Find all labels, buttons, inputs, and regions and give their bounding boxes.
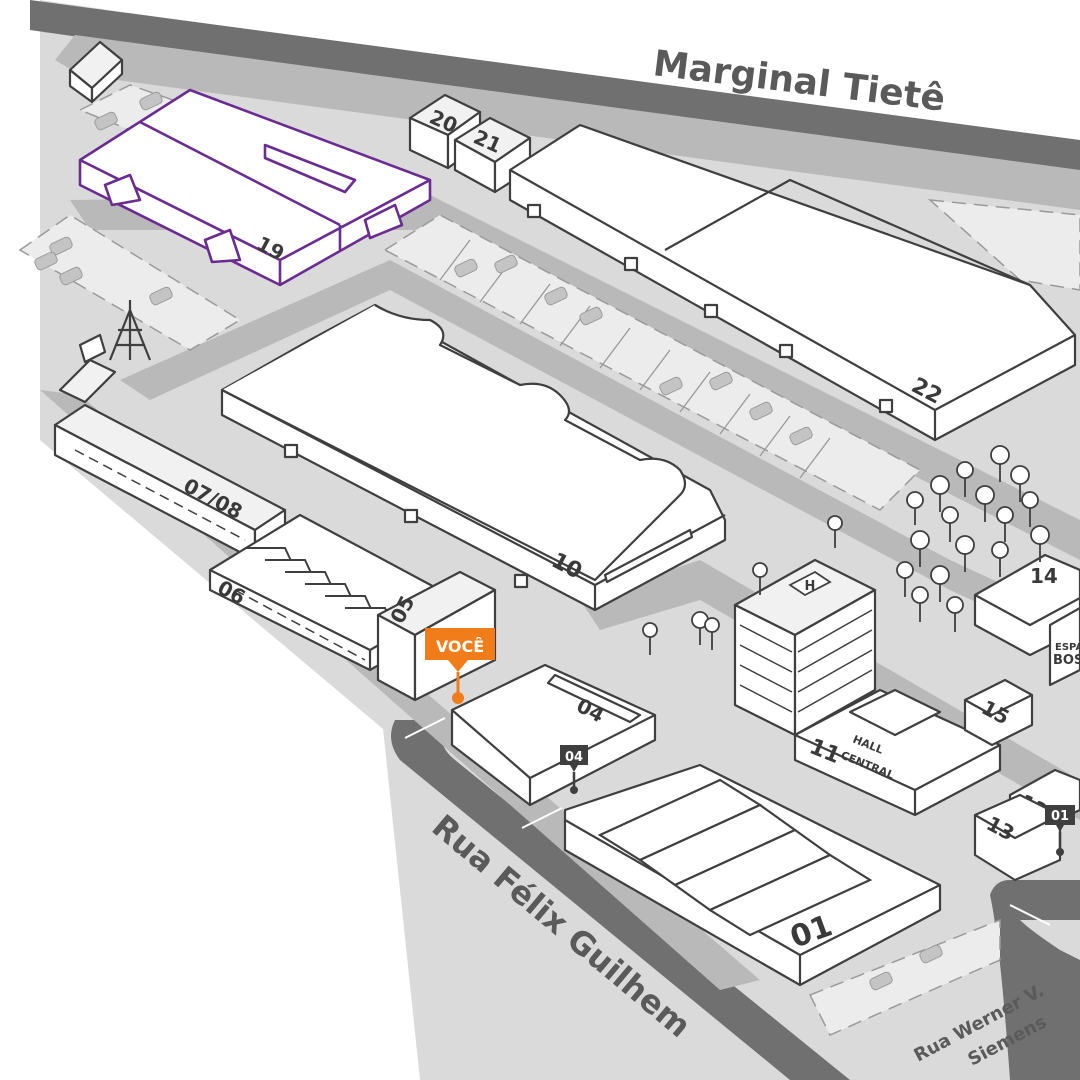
building-15[interactable]: 15 [963, 678, 1034, 747]
entrance-marker-04[interactable]: 04 [560, 745, 588, 794]
rua-werner-road [990, 880, 1080, 1080]
building-21[interactable]: 21 [453, 116, 532, 194]
building-19[interactable]: 19 [78, 88, 432, 287]
espaco-label-line2: BOS [1053, 653, 1080, 668]
you-are-here-label: VOCÊ [436, 637, 484, 656]
building-11-hall-central[interactable]: 11 HALL CENTRAL [793, 688, 1002, 817]
espaco-label-line1: ESPA [1055, 642, 1080, 653]
espaco-bosque[interactable]: ESPA BOS [1048, 606, 1080, 687]
entrance-01-label: 01 [1051, 809, 1069, 824]
building-10[interactable]: 10 [220, 303, 727, 612]
parking-lots [18, 84, 1080, 1036]
entrance-04-label: 04 [565, 750, 583, 765]
helipad-label: H [805, 579, 816, 594]
you-are-here-marker[interactable]: VOCÊ [425, 628, 495, 704]
entrance-marker-01[interactable]: 01 [1045, 805, 1075, 856]
building-h[interactable]: H [733, 558, 877, 737]
building-04[interactable]: 04 [450, 663, 657, 807]
building-0708[interactable]: 07/08 [53, 403, 287, 562]
trees [642, 445, 1050, 655]
building-01[interactable]: 01 [563, 763, 942, 987]
building-22[interactable]: 22 [508, 123, 1077, 442]
building-05[interactable]: 05 [376, 570, 497, 702]
small-house [68, 40, 124, 104]
building-14-label: 14 [1030, 564, 1058, 588]
crossing-arrows [404, 717, 1051, 926]
antenna-tower [58, 300, 152, 404]
